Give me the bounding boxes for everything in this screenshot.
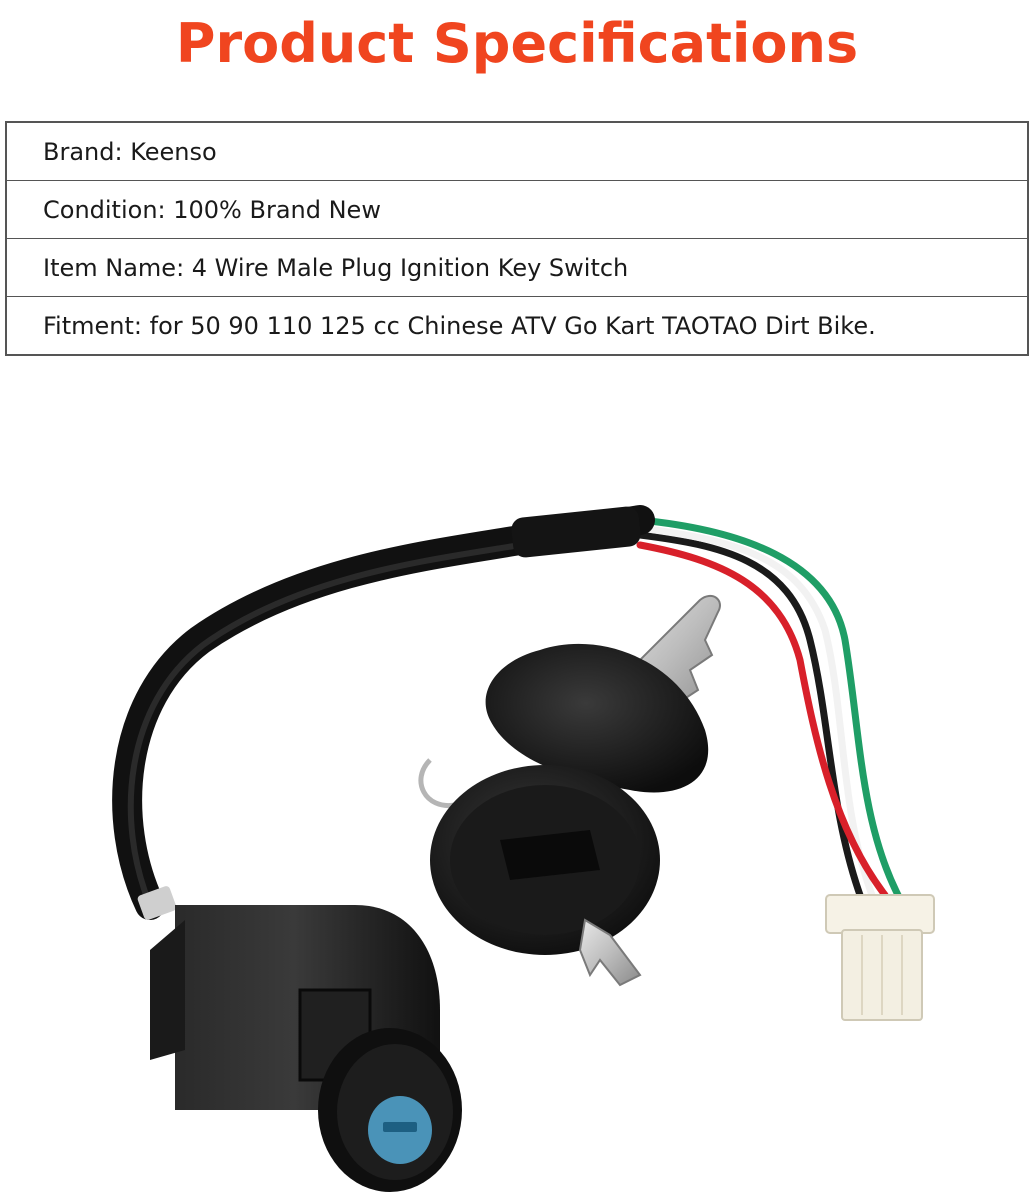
spec-table: Brand: Keenso Condition: 100% Brand New … bbox=[5, 121, 1029, 356]
white-plug bbox=[825, 894, 935, 1021]
page-title: Product Specifications bbox=[175, 12, 859, 75]
table-row: Item Name: 4 Wire Male Plug Ignition Key… bbox=[6, 238, 1028, 297]
spec-item-name: Item Name: 4 Wire Male Plug Ignition Key… bbox=[6, 238, 1028, 297]
spec-condition: Condition: 100% Brand New bbox=[6, 180, 1028, 239]
spec-fitment: Fitment: for 50 90 110 125 cc Chinese AT… bbox=[6, 296, 1028, 356]
ignition-lock-body bbox=[150, 905, 462, 1192]
key-upper bbox=[418, 594, 721, 808]
spec-brand: Brand: Keenso bbox=[6, 121, 1028, 181]
black-cable bbox=[112, 505, 655, 920]
table-row: Brand: Keenso bbox=[6, 121, 1028, 181]
table-row: Fitment: for 50 90 110 125 cc Chinese AT… bbox=[6, 296, 1028, 356]
product-photo bbox=[112, 505, 935, 1192]
key-lower bbox=[430, 765, 660, 987]
wire-bundle bbox=[636, 516, 902, 899]
table-row: Condition: 100% Brand New bbox=[6, 180, 1028, 239]
